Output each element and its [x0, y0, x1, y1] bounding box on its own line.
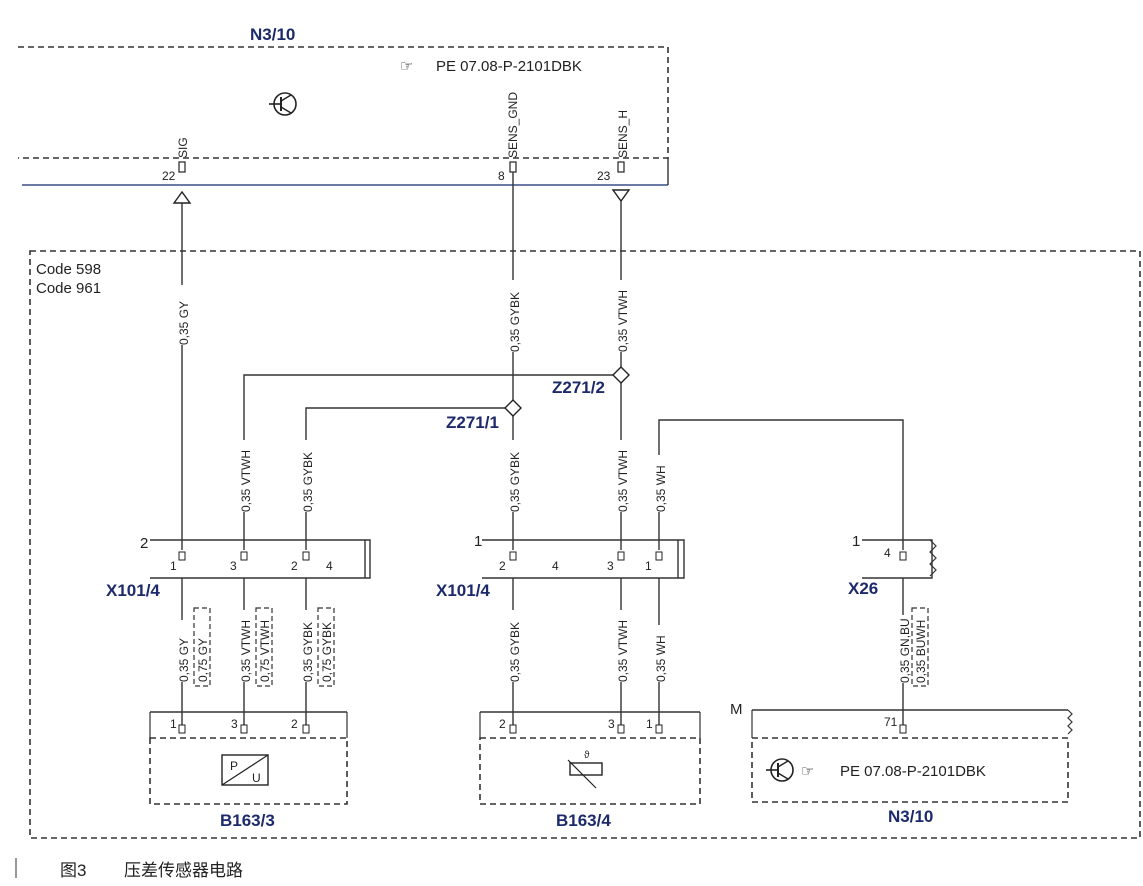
ecu-lower-ref: PE 07.08-P-2101DBK: [840, 763, 986, 780]
sensor-pin: 1: [646, 717, 653, 731]
ecu-top-name: N3/10: [250, 25, 295, 44]
wire-label: 0,35 VTWH: [239, 450, 253, 512]
ecu-lower-name: N3/10: [888, 807, 933, 826]
wire-label: 0,35 GYBK: [508, 292, 522, 352]
connector-index: 2: [140, 535, 148, 552]
sensor-b163-4-name: B163/4: [556, 811, 611, 830]
connector-x101-right: 1 X101/4 2 4 3 1: [436, 533, 685, 600]
code-area-frame: [29, 250, 1141, 839]
svg-text:ϑ: ϑ: [584, 750, 590, 761]
wire-label: 0,35 GY: [177, 301, 191, 345]
connector-pin: 4: [326, 559, 333, 573]
caption-title: 压差传感器电路: [124, 861, 243, 880]
sensor-b163-3-name: B163/3: [220, 811, 275, 830]
pointing-hand-icon: ☞: [801, 763, 814, 780]
wire-label: 0,35 VTWH: [616, 450, 630, 512]
connector-x26: 1 4 X26: [848, 533, 937, 598]
wire-label: 0,35 GYBK: [301, 622, 315, 682]
wire-label: 0,75 GY: [196, 638, 210, 682]
pressure-sensor-icon: P U: [221, 754, 269, 786]
sensor-pin: 3: [231, 717, 238, 731]
connector-pin: 4: [552, 559, 559, 573]
connector-x101-left-name: X101/4: [106, 581, 160, 600]
connector-pin: 3: [230, 559, 237, 573]
wire-label: 0,35 WH: [654, 465, 668, 512]
connector-index: 1: [852, 533, 860, 550]
splice-z271-2-icon: [612, 366, 630, 384]
wire-label: 0,35 VTWH: [616, 620, 630, 682]
wire-label: 0,35 WH: [654, 635, 668, 682]
wire-label: 0,35 GYBK: [508, 452, 522, 512]
connector-index: 1: [474, 533, 482, 550]
ecu-lower-pin: 71: [884, 715, 898, 729]
transistor-icon: [766, 758, 794, 782]
connector-pin: 2: [291, 559, 298, 573]
pin-signal-sens-h: SENS_H: [616, 110, 630, 158]
ecu-top-ref: PE 07.08-P-2101DBK: [436, 58, 582, 75]
ecu-top: N3/10 PE 07.08-P-2101DBK ☞ SIG SENS_GND …: [18, 25, 669, 204]
temperature-sensor-icon: ϑ: [567, 750, 603, 789]
sensor-pin: 2: [499, 717, 506, 731]
wire-label: 0,35 VTWH: [239, 620, 253, 682]
sensor-b163-4: 2 3 1 ϑ B163/4: [479, 711, 701, 830]
pressure-symbol-u: U: [252, 771, 261, 785]
wire-label: 0,35 GY: [177, 638, 191, 682]
pin-num-8: 8: [498, 169, 505, 183]
wire-label: 0,35 GYBK: [301, 452, 315, 512]
wires-lower: [181, 578, 929, 725]
input-arrow-icon: [611, 189, 631, 203]
connector-x101-right-name: X101/4: [436, 581, 490, 600]
code-598: Code 598: [36, 261, 101, 278]
pointing-hand-icon: ☞: [400, 58, 413, 75]
splice-z271-1-icon: [504, 399, 522, 417]
pin-signal-sig: SIG: [176, 137, 190, 158]
ecu-lower: M 71 ☞ PE 07.08-P-2101DBK N3/10: [730, 701, 1073, 826]
connector-x101-left: 2 X101/4 1 3 2 4: [106, 535, 371, 600]
connector-pin: 1: [170, 559, 177, 573]
pin-num-23: 23: [597, 169, 611, 183]
sensor-pin: 2: [291, 717, 298, 731]
caption-figure: 图3: [60, 861, 86, 880]
wire-label: 0,35 GN,BU: [898, 618, 912, 683]
transistor-icon: [269, 92, 297, 116]
wire-label: 0,75 GYBK: [320, 622, 334, 682]
wire-label: 0,35 BUWH: [914, 620, 928, 683]
sensor-pin: 3: [608, 717, 615, 731]
output-arrow-icon: [172, 190, 192, 204]
connector-pin: 2: [499, 559, 506, 573]
connector-x26-name: X26: [848, 579, 878, 598]
connector-pin: 3: [607, 559, 614, 573]
ecu-lower-prefix: M: [730, 701, 743, 718]
code-961: Code 961: [36, 280, 101, 297]
wire-label: 0,75 VTWH: [258, 620, 272, 682]
splice-z271-1: Z271/1: [446, 413, 499, 432]
sensor-b163-3: 1 3 2 P U B163/3: [149, 711, 348, 830]
connector-pin: 4: [884, 546, 891, 560]
wire-label: 0,35 VTWH: [616, 290, 630, 352]
wires-upper: Z271/2 Z271/1: [181, 172, 904, 550]
splice-z271-2: Z271/2: [552, 378, 605, 397]
pressure-symbol-p: P: [230, 759, 238, 773]
pin-num-22: 22: [162, 169, 176, 183]
sensor-pin: 1: [170, 717, 177, 731]
pin-signal-sens-gnd: SENS_GND: [506, 92, 520, 158]
wire-label: 0,35 GYBK: [508, 622, 522, 682]
connector-pin: 1: [645, 559, 652, 573]
